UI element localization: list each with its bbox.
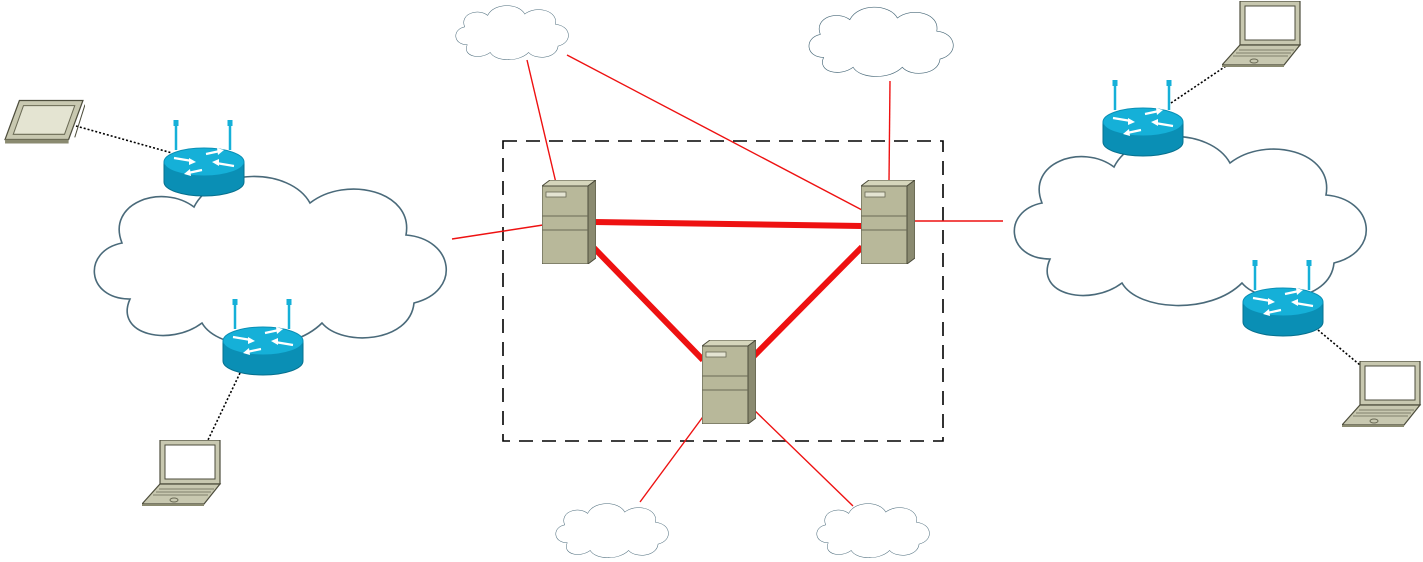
cloud-icon xyxy=(1013,135,1368,307)
link-router-left-bottom-laptop xyxy=(207,372,241,441)
server-icon xyxy=(861,180,915,264)
router-right-top xyxy=(1101,78,1185,158)
cloud-icon xyxy=(455,5,569,61)
laptop-right-bottom xyxy=(1342,361,1421,427)
server-icon xyxy=(542,180,596,264)
cloud-bottom-right xyxy=(816,503,930,559)
servers-layer xyxy=(542,180,915,424)
wireless-router-icon xyxy=(1101,78,1185,158)
router-left-top xyxy=(162,118,246,198)
cloud-icon xyxy=(93,175,448,347)
server-right xyxy=(861,180,915,264)
server-bottom xyxy=(702,340,756,424)
link-server-bottom-cloud-bottom-right xyxy=(750,406,854,507)
link-cloud-top-left-server-right xyxy=(566,54,863,211)
tablet-icon xyxy=(4,99,85,144)
link-server-right-server-bottom xyxy=(749,244,865,361)
cloud-icon xyxy=(555,503,669,559)
tablet-left xyxy=(4,99,85,144)
laptop-icon xyxy=(1222,1,1301,67)
link-router-right-bottom-laptop xyxy=(1317,329,1367,371)
laptop-right-top xyxy=(1222,1,1301,67)
link-router-right-top-laptop xyxy=(1170,65,1227,104)
cloud-top-right xyxy=(808,6,954,77)
cloud-top-left xyxy=(455,5,569,61)
wireless-router-icon xyxy=(162,118,246,198)
cloud-icon xyxy=(808,6,954,77)
link-cloud-top-left-server-left xyxy=(526,59,557,184)
core-group-box xyxy=(502,140,944,442)
server-icon xyxy=(702,340,756,424)
cloud-icon xyxy=(816,503,930,559)
clouds-layer xyxy=(93,5,1368,559)
laptop-icon xyxy=(1342,361,1421,427)
links-layer xyxy=(75,54,1367,507)
link-cloud-left-server-left xyxy=(451,224,544,240)
link-cloud-top-right-server-right xyxy=(888,80,891,183)
laptop-left xyxy=(142,440,221,506)
link-router-left-top-tablet xyxy=(75,125,173,154)
cloud-bottom-left xyxy=(555,503,669,559)
link-server-left-server-bottom xyxy=(591,245,706,363)
link-server-bottom-cloud-bottom-left xyxy=(639,413,706,503)
server-left xyxy=(542,180,596,264)
link-server-left-server-right xyxy=(593,219,863,229)
cloud-left-large xyxy=(93,175,448,347)
laptop-icon xyxy=(142,440,221,506)
cloud-right-large xyxy=(1013,135,1368,307)
